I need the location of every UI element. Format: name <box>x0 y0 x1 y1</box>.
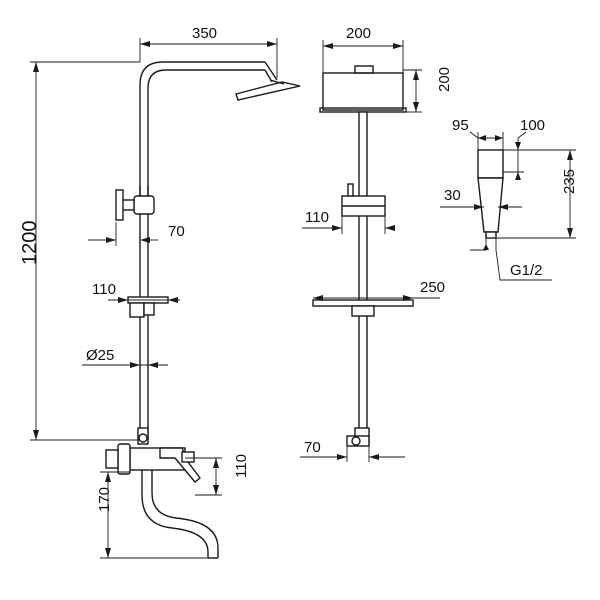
dim-1200-label: 1200 <box>19 221 41 266</box>
dim-mixer-height-label: 110 <box>233 454 250 478</box>
dim-hand-length-label: 235 <box>561 169 578 194</box>
dim-hand-head-label: 95 <box>452 117 469 134</box>
front-rail <box>358 111 368 431</box>
dimension-lines <box>30 38 576 559</box>
side-rain-head <box>235 79 301 101</box>
dim-350-label: 350 <box>192 25 217 42</box>
dim-hand-depth-label: 100 <box>520 117 545 134</box>
side-diverter-valve <box>115 186 155 221</box>
front-rain-head <box>319 65 407 113</box>
dim-handle-label: 30 <box>444 187 461 204</box>
dim-wall-offset-label: 70 <box>304 439 321 456</box>
front-shelf <box>312 299 414 317</box>
dim-head-depth-label: 200 <box>436 67 453 92</box>
front-view <box>312 65 414 447</box>
front-diverter <box>341 183 386 217</box>
dim-head-width-label: 200 <box>346 25 371 42</box>
side-spout <box>141 470 219 559</box>
dim-shelf-width-label: 250 <box>420 279 445 296</box>
dimension-labels: 350 1200 70 110 Ø25 110 170 200 200 110 … <box>19 25 578 512</box>
dim-spout-height-label: 170 <box>96 487 113 512</box>
side-mixer <box>105 427 201 483</box>
side-view <box>105 61 301 559</box>
dim-holder-front-label: 110 <box>305 209 329 226</box>
side-rail <box>139 61 278 440</box>
dim-pipe-diameter-label: Ø25 <box>86 347 114 364</box>
dim-valve-offset-label: 70 <box>168 223 185 240</box>
front-wall-connector <box>346 427 370 447</box>
hand-shower <box>477 149 504 239</box>
dim-holder-side-label: 110 <box>92 281 116 298</box>
dim-thread-label: G1/2 <box>510 262 543 279</box>
